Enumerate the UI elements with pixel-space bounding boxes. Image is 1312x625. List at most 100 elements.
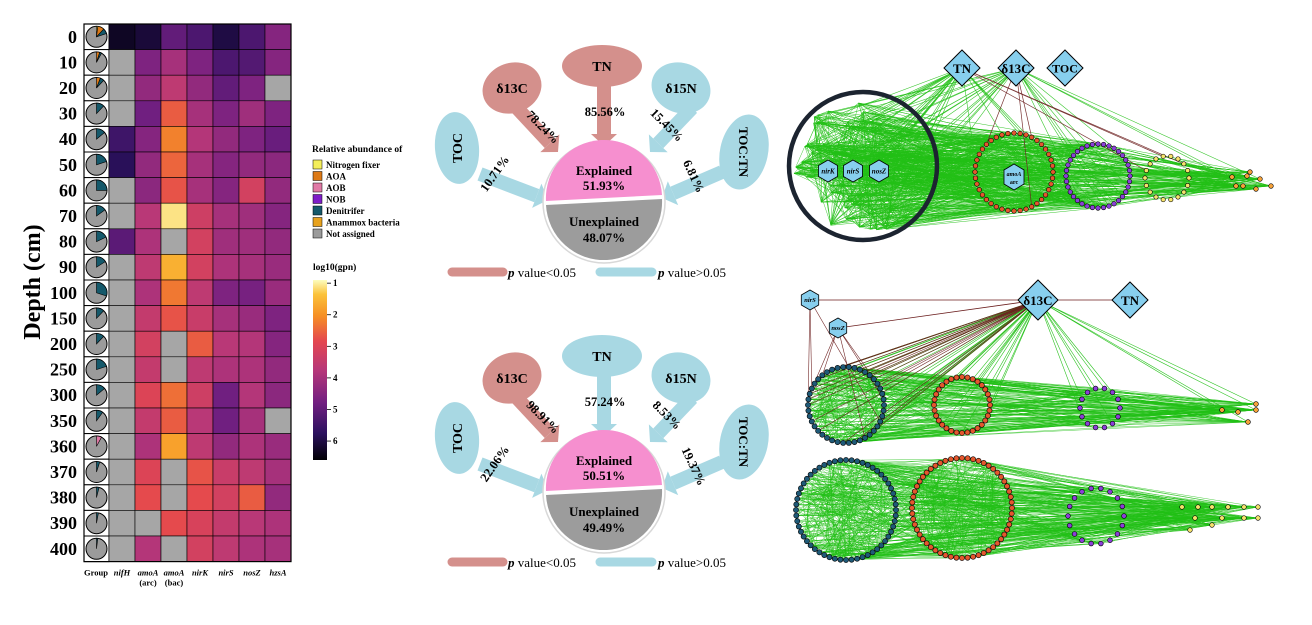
depth-tick-labels: 0102030405060708090100150200250300350360… [50, 27, 77, 559]
gene-node-label: amoA [1007, 172, 1022, 178]
network-node [807, 542, 814, 549]
network-node [1007, 516, 1014, 523]
network-node [854, 458, 861, 465]
colorbar-tick-label: 3 [333, 341, 338, 351]
network-node [1006, 521, 1013, 528]
network-node [1106, 203, 1112, 209]
heatmap-cell [134, 458, 162, 486]
heatmap-cell [186, 202, 214, 230]
network-node [1079, 396, 1085, 403]
network-node [888, 485, 894, 492]
network-node [1079, 145, 1085, 151]
heatmap-cell [212, 228, 240, 255]
network-node [942, 457, 949, 464]
heatmap-cell [238, 202, 266, 230]
network-node [815, 427, 822, 434]
network-edges [934, 299, 1039, 434]
network-node [993, 204, 999, 210]
legend-nonsig-label: p value>0.05 [657, 265, 726, 280]
heatmap-cell [264, 254, 292, 281]
network-node [964, 554, 971, 561]
network-node [1209, 504, 1215, 510]
heatmap-cell [186, 254, 214, 281]
network-node [999, 132, 1005, 138]
network-node [870, 427, 877, 434]
network-node [1109, 420, 1116, 427]
module-ring [786, 89, 940, 243]
group-pie-slice [96, 230, 107, 243]
heatmap-cell [238, 458, 266, 486]
legend-sig-label: p value<0.05 [507, 265, 576, 280]
network-node [1079, 413, 1085, 420]
explained-percentage: 51.93% [583, 178, 625, 193]
network-node [959, 430, 965, 436]
heatmap-cell [160, 433, 188, 460]
env-node-label: δ13C [1001, 61, 1030, 76]
group-legend-title: Relative abundance of [312, 145, 403, 155]
network-node [969, 427, 976, 434]
heatmap-cell [238, 356, 266, 383]
network-node [975, 457, 982, 464]
group-pie-slice [96, 52, 102, 63]
heatmap-cell [186, 49, 214, 76]
heatmap-cell [186, 100, 214, 127]
network-node [985, 547, 992, 554]
heatmap-cell [108, 407, 136, 434]
network-node [1115, 197, 1122, 204]
network-node [831, 555, 838, 562]
network-node [1098, 485, 1104, 492]
network-node [1011, 208, 1017, 214]
depth-label: 60 [59, 180, 77, 200]
network-node [959, 555, 965, 561]
network-node [1253, 407, 1259, 413]
legend-swatch [312, 194, 323, 204]
depth-label: 30 [59, 104, 77, 124]
network-node [1107, 537, 1113, 543]
network-node [999, 206, 1005, 212]
network-node [837, 457, 844, 464]
network-node [1123, 157, 1129, 163]
heatmap-cell [134, 100, 162, 127]
heatmap-cell [160, 151, 188, 178]
network-node [986, 396, 993, 403]
heatmap-cell [134, 23, 162, 50]
heatmap-cell [108, 126, 136, 153]
group-pie-slice [96, 409, 104, 422]
heatmap-cell [134, 151, 162, 178]
heatmap-cell [264, 458, 292, 486]
group-pie-slice [96, 28, 107, 38]
network-node [990, 466, 997, 472]
heatmap-cell [186, 126, 214, 153]
network-node [1046, 187, 1052, 193]
heatmap-cell [108, 305, 136, 332]
network-node [1007, 493, 1014, 500]
network-node [1071, 531, 1078, 537]
depth-label: 400 [50, 539, 77, 559]
network-node [982, 386, 989, 393]
heatmap-cell [238, 305, 266, 332]
depth-heatmap: Depth (cm) 01020304050607080901001502002… [20, 23, 292, 588]
heatmap-cell [134, 49, 162, 76]
network-node [931, 396, 938, 403]
network-node [931, 407, 938, 414]
heatmap-cell [238, 433, 266, 460]
driver-arrow-head [648, 424, 668, 443]
heatmap-cell [264, 151, 292, 178]
network-node [1070, 152, 1077, 159]
network-node [1095, 205, 1101, 211]
network-node [943, 425, 950, 432]
heatmap-cell [186, 510, 214, 537]
network-node [890, 523, 897, 530]
network-node [975, 552, 982, 559]
network-node [880, 407, 887, 414]
network-node [1153, 156, 1159, 162]
network-node [959, 455, 965, 461]
network-node [856, 366, 863, 373]
network-node [914, 483, 920, 490]
heatmap-cell [238, 254, 266, 281]
network-node [1084, 389, 1091, 396]
unexplained-segment [546, 199, 663, 261]
network-node [974, 181, 980, 187]
network-node [1042, 146, 1049, 152]
heatmap-cell [108, 228, 136, 255]
